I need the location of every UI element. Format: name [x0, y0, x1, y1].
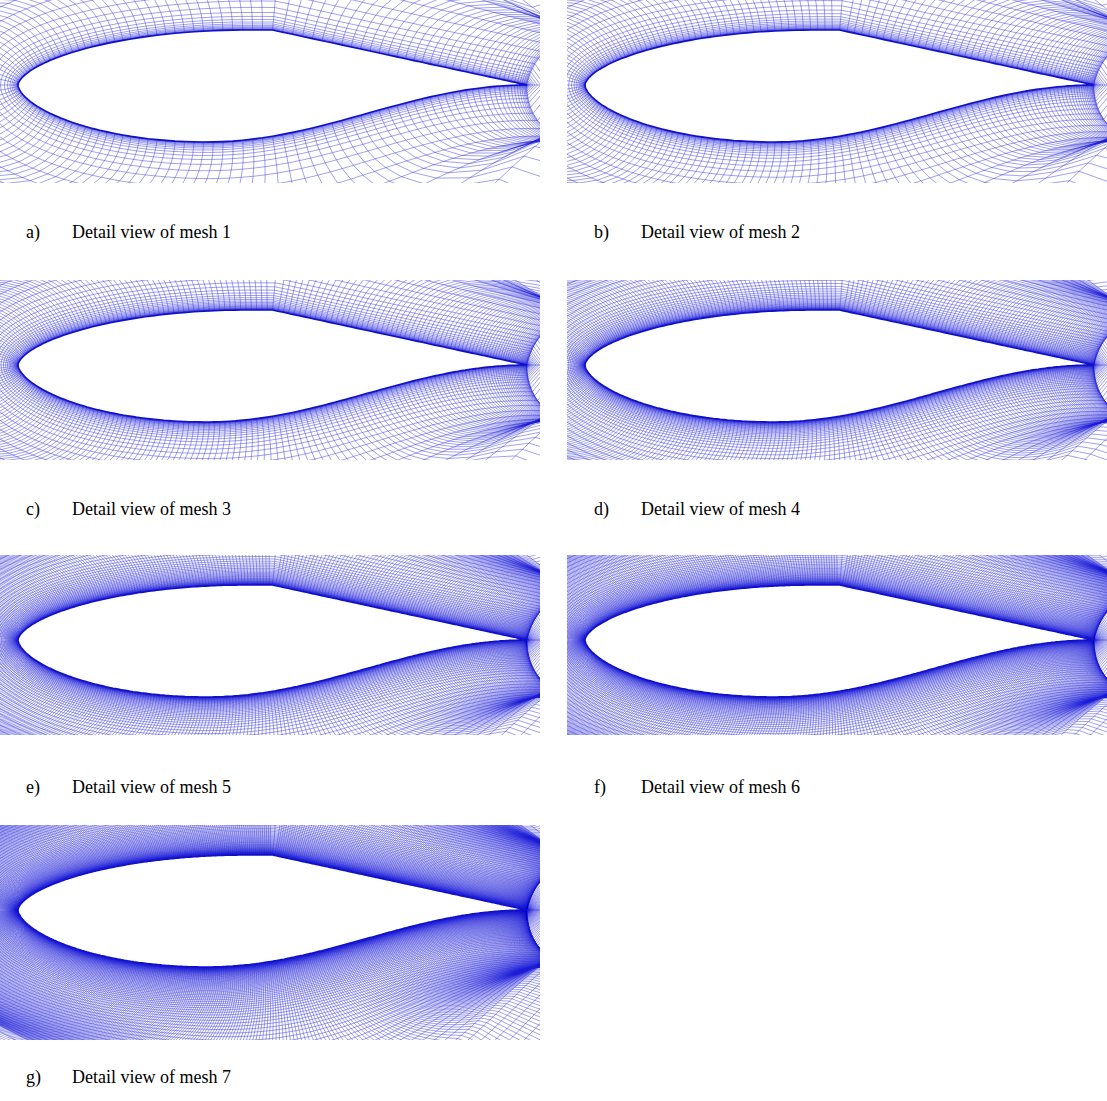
caption-text: Detail view of mesh 6 [641, 777, 800, 799]
mesh-lines [567, 0, 1107, 183]
caption-text: Detail view of mesh 5 [72, 777, 231, 799]
caption-letter: c) [26, 499, 40, 521]
airfoil-outline [18, 855, 527, 967]
mesh-plot [567, 555, 1107, 735]
caption-text: Detail view of mesh 2 [641, 222, 800, 244]
mesh-plot [0, 280, 540, 460]
caption-letter: e) [26, 777, 40, 799]
caption-letter: a) [26, 222, 40, 244]
airfoil-outline [585, 30, 1094, 142]
mesh-lines [0, 280, 540, 460]
caption-text: Detail view of mesh 7 [72, 1067, 231, 1089]
airfoil-outline [18, 30, 527, 142]
caption-letter: d) [594, 499, 609, 521]
caption-text: Detail view of mesh 3 [72, 499, 231, 521]
mesh-lines [567, 555, 1107, 735]
mesh-plot [567, 0, 1107, 183]
airfoil-outline [585, 585, 1094, 697]
caption-letter: g) [26, 1067, 41, 1089]
mesh-lines [567, 280, 1107, 460]
mesh-lines [0, 555, 540, 735]
mesh-lines [0, 0, 540, 183]
airfoil-outline [18, 310, 527, 422]
caption-letter: b) [594, 222, 609, 244]
mesh-lines [0, 825, 540, 1040]
caption-letter: f) [594, 777, 606, 799]
caption-text: Detail view of mesh 4 [641, 499, 800, 521]
mesh-plot [0, 0, 540, 183]
mesh-plot [567, 280, 1107, 460]
airfoil-outline [18, 585, 527, 697]
mesh-plot [0, 555, 540, 735]
caption-text: Detail view of mesh 1 [72, 222, 231, 244]
airfoil-outline [585, 310, 1094, 422]
mesh-plot [0, 825, 540, 1040]
